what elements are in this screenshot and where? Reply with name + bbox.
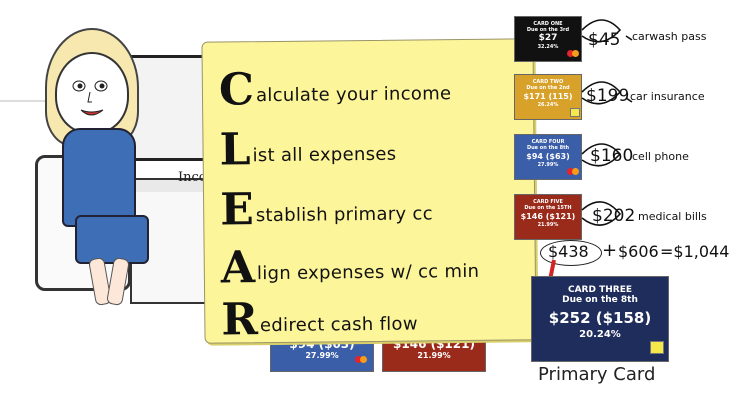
expense-label-medical: medical bills: [638, 210, 707, 223]
card-amount: $27: [538, 33, 558, 43]
inco-paper-label: Inco: [178, 170, 207, 185]
woman-face: [55, 52, 129, 134]
woman-skirt: [75, 215, 149, 264]
card-amount: $171 (115): [523, 92, 573, 101]
bottom-card-left-rate: 27.99%: [305, 351, 339, 360]
woman-dress: [62, 128, 136, 227]
card-rate: 26.24%: [537, 102, 559, 108]
expense-label-carwash: carwash pass: [632, 30, 707, 43]
card-name: CARD ONE: [533, 21, 563, 27]
note-line-list: L ist all expenses: [219, 115, 397, 176]
card-name: CARD FIVE: [533, 199, 563, 205]
card-amount: $146 ($121): [520, 212, 576, 221]
card-four: CARD FOUR Due on the 8th $94 ($63) 27.99…: [514, 134, 582, 180]
face-features-icon: [72, 80, 108, 116]
expense-label-insurance: car insurance: [630, 90, 705, 103]
bottom-card-right-rate: 21.99%: [417, 351, 451, 360]
mastercard-icon: [355, 356, 367, 363]
primary-card-caption: Primary Card: [538, 364, 656, 385]
card-rate: 27.99%: [537, 162, 559, 168]
note-text: ist all expenses: [252, 143, 397, 167]
mastercard-icon: [567, 168, 579, 175]
total-sum: =$1,044: [660, 242, 729, 261]
card-five: CARD FIVE Due on the 15TH $146 ($121) 21…: [514, 194, 582, 240]
note-text: lign expenses w/ cc min: [256, 260, 480, 285]
note-letter: C: [218, 64, 255, 116]
card-due: Due on the 2nd: [526, 85, 570, 91]
primary-card-rate: 20.24%: [579, 329, 621, 340]
primary-card-due: Due on the 8th: [562, 295, 638, 305]
primary-card-amount: $252 ($158): [548, 309, 652, 327]
note-letter: E: [219, 184, 255, 236]
card-amount: $94 ($63): [526, 152, 570, 161]
note-text: edirect cash flow: [259, 313, 418, 337]
card-due: Due on the 15TH: [524, 205, 572, 211]
card-due: Due on the 8th: [526, 145, 570, 151]
card-one: CARD ONE Due on the 3rd $27 32.24%: [514, 16, 582, 62]
note-letter: R: [221, 294, 259, 346]
primary-card-name: CARD THREE: [567, 285, 632, 295]
expense-amount-carwash: $45: [588, 30, 621, 50]
note-line-align: A lign expenses w/ cc min: [220, 232, 480, 294]
card-rate: 21.99%: [537, 222, 559, 228]
note-letter: L: [219, 124, 251, 176]
primary-card: CARD THREE Due on the 8th $252 ($158) 20…: [531, 276, 669, 362]
total-left-oval: [540, 240, 602, 266]
mastercard-icon: [567, 50, 579, 57]
clear-sticky-note: C alculate your income L ist all expense…: [201, 38, 537, 346]
note-line-establish: E stablish primary cc: [219, 174, 433, 236]
expense-arrows-icon: [581, 19, 633, 226]
card-due: Due on the 3rd: [526, 27, 570, 33]
note-line-redirect: R edirect cash flow: [221, 284, 418, 346]
total-left-amount: $438: [548, 242, 589, 261]
expense-amount-insurance: $199: [586, 86, 630, 106]
card-rate: 32.24%: [537, 44, 559, 50]
note-text: alculate your income: [255, 83, 452, 107]
total-plus-sign: +: [602, 240, 618, 261]
total-right-amount: $606: [618, 242, 659, 261]
note-letter: A: [220, 242, 256, 294]
expense-amount-phone: $160: [590, 146, 634, 166]
card-name: CARD TWO: [532, 79, 564, 85]
chip-icon: [650, 341, 664, 354]
note-text: stablish primary cc: [255, 203, 433, 227]
card-two: CARD TWO Due on the 2nd $171 (115) 26.24…: [514, 74, 582, 120]
expense-label-phone: cell phone: [632, 150, 689, 163]
chip-icon: [570, 108, 580, 117]
note-line-calculate: C alculate your income: [218, 54, 452, 116]
card-name: CARD FOUR: [531, 139, 565, 145]
expense-amount-medical: $202: [592, 206, 636, 226]
